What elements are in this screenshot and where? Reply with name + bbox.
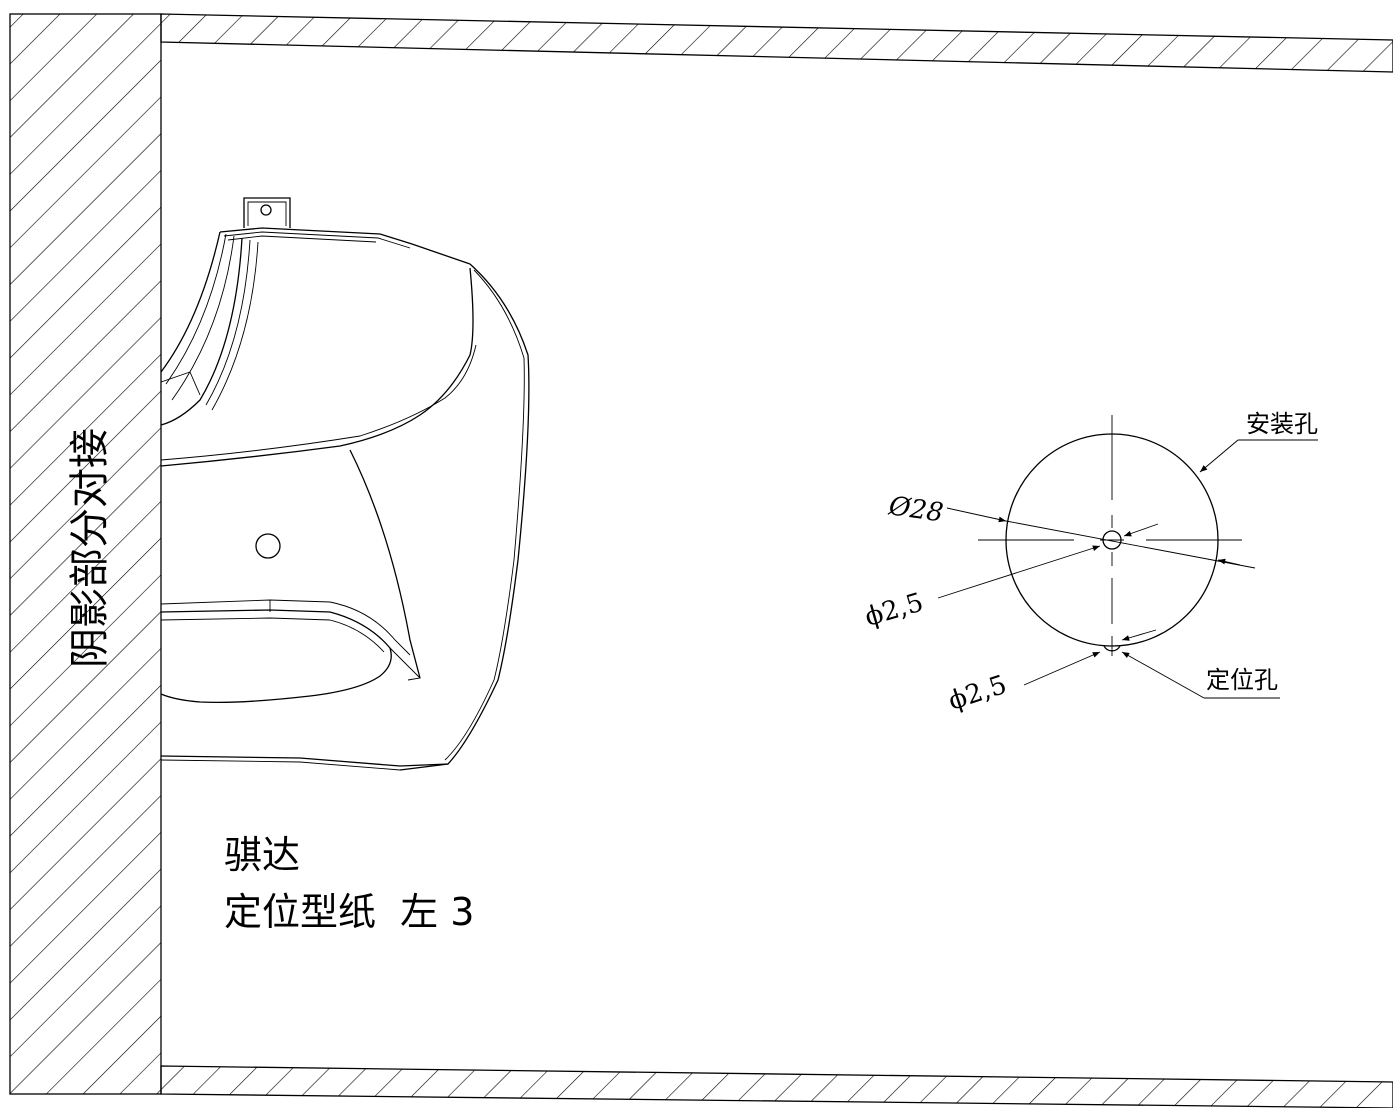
title-line-2: 定位型纸 左 3 bbox=[224, 890, 474, 934]
dia-center-label: ϕ2,5 bbox=[862, 588, 927, 633]
title-line-1: 骐达 bbox=[224, 833, 300, 877]
mount-hole-label: 安装孔 bbox=[1246, 410, 1318, 438]
left-hatched-strip bbox=[9, 13, 162, 1095]
part-outline bbox=[160, 197, 530, 771]
bottom-hatched-strip bbox=[160, 1065, 1393, 1108]
dimension-lines bbox=[937, 439, 1318, 699]
dia-large-label: Ø28 bbox=[886, 491, 945, 528]
locating-hole-label: 定位孔 bbox=[1206, 666, 1278, 694]
side-label: 阴影部分对接 bbox=[67, 428, 113, 668]
mount-hole-detail bbox=[978, 415, 1242, 656]
dia-locating-label: ϕ2,5 bbox=[945, 670, 1010, 717]
top-hatched-strip bbox=[160, 13, 1393, 73]
